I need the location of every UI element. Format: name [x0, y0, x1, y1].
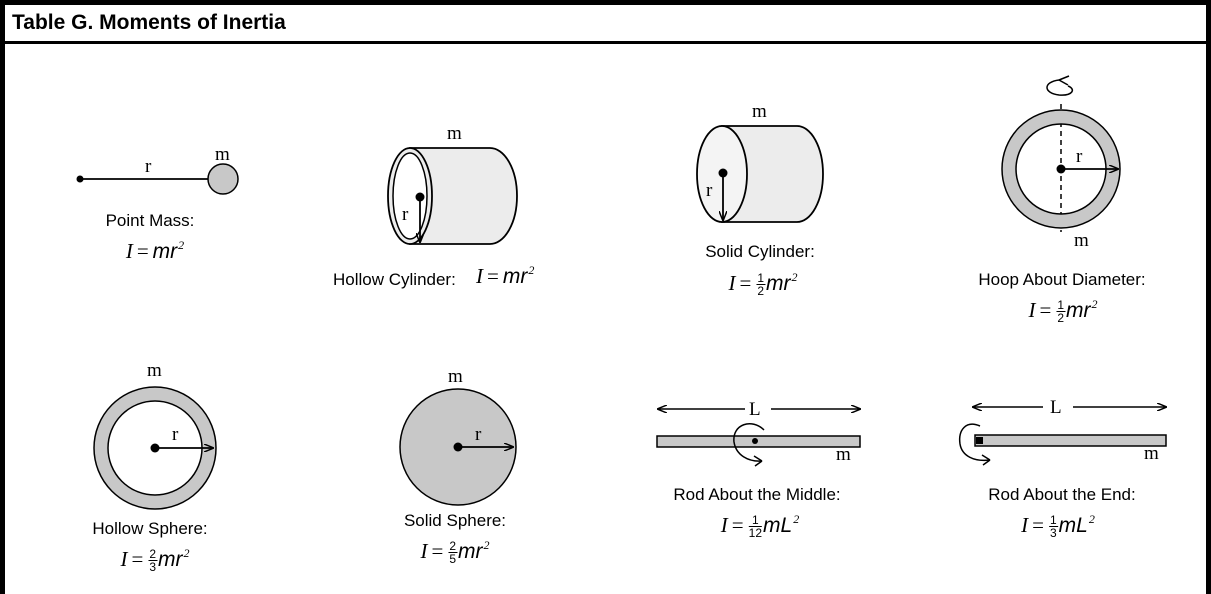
- mass-label: m: [448, 366, 463, 387]
- radius-label: r: [1076, 146, 1083, 167]
- mass-label: m: [447, 123, 462, 144]
- radius-label: r: [145, 156, 152, 177]
- rotation-arrow-icon: [958, 423, 991, 466]
- solid-sphere-diagram: r m: [399, 366, 517, 506]
- rod-middle-caption: Rod About the Middle:: [673, 485, 841, 504]
- point-mass-caption: Point Mass:: [105, 211, 195, 230]
- table-title: Table G. Moments of Inertia: [12, 11, 286, 34]
- solid-cylinder-diagram: r m: [696, 101, 824, 223]
- hollow-sphere-caption: Hollow Sphere:: [92, 519, 208, 538]
- solid-sphere-caption: Solid Sphere:: [403, 511, 507, 530]
- hoop-diameter-diagram: r m: [1001, 75, 1121, 251]
- rod-end-diagram: L m: [958, 397, 1167, 466]
- rotation-arrow-icon: [1046, 75, 1074, 96]
- mass-label: m: [752, 101, 767, 122]
- rotation-arrow-icon: [733, 423, 765, 467]
- solid-cylinder-caption: Solid Cylinder:: [705, 242, 815, 261]
- mass-label: m: [215, 144, 230, 165]
- mass-label: m: [147, 360, 162, 381]
- mass-label: m: [1074, 230, 1089, 251]
- length-label: L: [749, 399, 761, 420]
- radius-label: r: [706, 180, 713, 201]
- hollow-sphere-diagram: r m: [93, 360, 217, 510]
- mass-label: m: [1144, 443, 1159, 464]
- rod: [656, 435, 861, 448]
- radius-label: r: [172, 424, 179, 445]
- point-mass-diagram: r m: [76, 144, 239, 195]
- rod: [974, 434, 1167, 447]
- length-label: L: [1050, 397, 1062, 418]
- hollow-cylinder-formula: I=mr2: [476, 263, 535, 288]
- radius-label: r: [402, 204, 409, 225]
- rod-end-caption: Rod About the End:: [988, 485, 1136, 504]
- hollow-cylinder-caption: Hollow Cylinder:: [333, 270, 456, 289]
- table-header: Table G. Moments of Inertia: [5, 5, 1206, 44]
- point-mass-formula: I=mr2: [125, 238, 185, 263]
- radius-label: r: [475, 424, 482, 445]
- axis-point: [752, 438, 758, 444]
- rod-middle-diagram: L m: [656, 399, 861, 467]
- hoop-diameter-caption: Hoop About Diameter:: [978, 270, 1146, 289]
- mass-label: m: [836, 444, 851, 465]
- axis-point: [76, 175, 84, 183]
- hollow-cylinder-diagram: r m: [387, 123, 518, 245]
- axis-point: [976, 437, 983, 444]
- point-mass-ball: [207, 163, 239, 195]
